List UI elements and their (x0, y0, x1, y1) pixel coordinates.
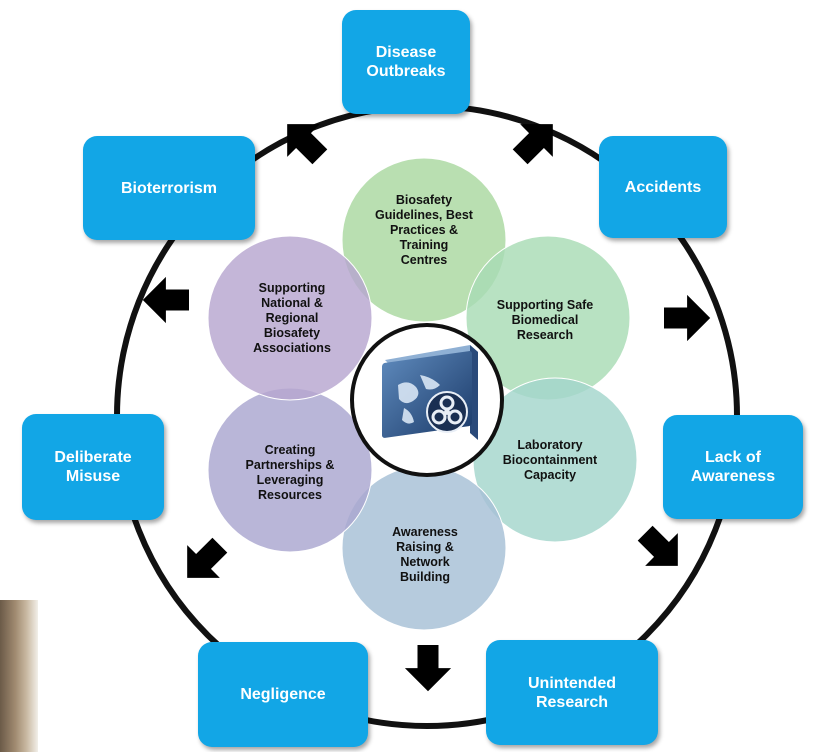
arrow-to-bioterrorism (287, 124, 328, 165)
petal-label-partnerships: Creating Partnerships & Leveraging Resou… (245, 443, 335, 502)
arrow-to-deliberate-misuse (142, 276, 189, 324)
arrow-to-disease-outbreaks (512, 124, 553, 165)
box-accidents: Accidents (599, 136, 727, 238)
arrows (142, 124, 711, 692)
petal-label-guidelines: Biosafety Guidelines, Best Practices & T… (375, 192, 473, 267)
box-lack-of-awareness: Lack of Awareness (663, 415, 803, 519)
petal-label-biocontainment: Laboratory Biocontainment Capacity (502, 437, 598, 482)
arrow-to-unintended-research (637, 525, 678, 566)
box-disease-outbreaks: Disease Outbreaks (342, 10, 470, 114)
box-unintended-research: Unintended Research (486, 640, 658, 745)
petal-guidelines (341, 157, 507, 323)
photo-fragment (0, 600, 38, 752)
arrow-to-lack-of-awareness (664, 294, 711, 342)
globe-biohazard-icon (382, 345, 478, 440)
arrow-to-negligence (187, 537, 228, 578)
box-bioterrorism: Bioterrorism (83, 136, 255, 240)
box-deliberate-misuse: Deliberate Misuse (22, 414, 164, 520)
petals (207, 157, 638, 631)
arrow-to-ring-bottom (404, 645, 452, 692)
petal-label-safe-research: Supporting Safe Biomedical Research (496, 297, 594, 342)
petal-label-awareness: Awareness Raising & Network Building (392, 525, 458, 584)
petal-label-associations: Supporting National & Regional Biosafety… (253, 280, 331, 355)
box-negligence: Negligence (198, 642, 368, 747)
petal-associations (207, 235, 373, 401)
